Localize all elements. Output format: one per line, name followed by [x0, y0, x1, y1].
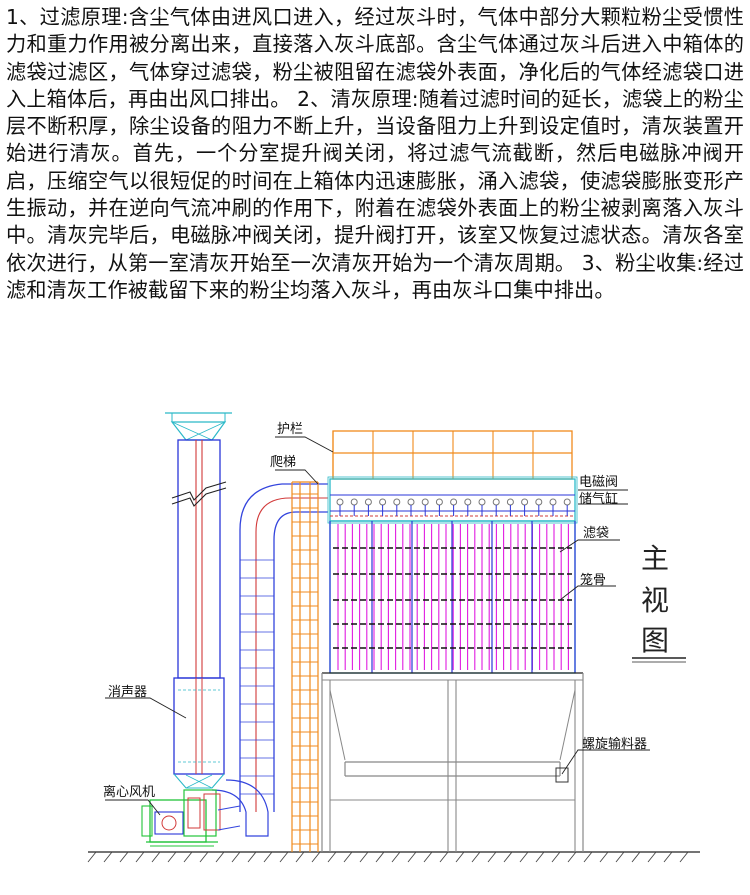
ground-hatch-stroke	[615, 851, 625, 863]
ash-hopper	[321, 672, 584, 852]
silencer-label: 消声器	[108, 685, 147, 700]
solenoid-valve-row	[336, 498, 571, 516]
solenoid-valve	[535, 498, 543, 506]
solenoid-valve	[350, 498, 358, 506]
ground-hatch-stroke	[503, 851, 513, 863]
ground-hatch-stroke	[663, 851, 673, 863]
solenoid-valve	[393, 498, 401, 506]
bag-filter-front-view-diagram: 护栏 爬梯 电磁阀 储气缸 滤袋 笼骨 消声器 离心风机 螺旋输料器 主 视 图	[87, 412, 700, 863]
ground-hatch-stroke	[407, 851, 417, 863]
ground-hatch-stroke	[231, 851, 241, 863]
ground-hatch-stroke	[295, 851, 305, 863]
solenoid-valve	[450, 498, 458, 506]
view-title-char-2: 视	[641, 584, 669, 617]
ground-hatch-stroke	[455, 851, 465, 863]
ladder-label: 爬梯	[270, 455, 296, 470]
solenoid-valve	[336, 498, 344, 506]
ground-hatch-stroke	[327, 851, 337, 863]
ground-hatch-stroke	[487, 851, 497, 863]
solenoid-valve	[379, 498, 387, 506]
silencer	[173, 677, 225, 789]
ground-hatch-stroke	[151, 851, 161, 863]
ground-hatch-stroke	[311, 851, 321, 863]
fan-label: 离心风机	[103, 784, 155, 800]
guardrail	[332, 430, 573, 480]
solenoid-valve	[464, 498, 472, 506]
solenoid-valve	[364, 498, 372, 506]
ground-hatch-stroke	[439, 851, 449, 863]
exhaust-stack	[165, 412, 232, 679]
guardrail-label: 护栏	[277, 422, 303, 437]
solenoid-valve-label: 电磁阀	[579, 475, 618, 490]
ground-hatch-stroke	[679, 851, 689, 863]
guardrail-posts	[332, 431, 534, 479]
ground-hatch-stroke	[631, 851, 641, 863]
ground-hatch-stroke	[215, 851, 225, 863]
ground-hatch-stroke	[279, 851, 289, 863]
ground-hatch-stroke	[167, 851, 177, 863]
solenoid-valve	[478, 498, 486, 506]
view-title-char-3: 图	[641, 624, 669, 657]
ground-hatch	[87, 851, 689, 863]
solenoid-valve	[563, 498, 571, 506]
ground	[87, 851, 700, 863]
ground-hatch-stroke	[135, 851, 145, 863]
ladder-rungs	[292, 493, 318, 845]
filter-bag-label: 滤袋	[583, 526, 609, 541]
upper-box	[327, 476, 578, 524]
ground-hatch-stroke	[647, 851, 657, 863]
ground-hatch-stroke	[599, 851, 609, 863]
solenoid-valve	[435, 498, 443, 506]
solenoid-valve	[521, 498, 529, 506]
duct-ribs	[240, 559, 274, 795]
solenoid-valve	[506, 498, 514, 506]
ground-hatch-stroke	[391, 851, 401, 863]
bag-cage-label: 笼骨	[580, 572, 606, 588]
ground-hatch-stroke	[551, 851, 561, 863]
solenoid-valve	[421, 498, 429, 506]
solenoid-valve	[407, 498, 415, 506]
centrifugal-fan	[141, 789, 241, 847]
solenoid-valve	[492, 498, 500, 506]
air-tank-label: 储气缸	[579, 491, 618, 507]
ground-hatch-stroke	[343, 851, 353, 863]
ground-hatch-stroke	[199, 851, 209, 863]
ground-hatch-stroke	[535, 851, 545, 863]
ladder	[291, 481, 319, 852]
view-title-char-1: 主	[641, 542, 669, 575]
ground-hatch-stroke	[247, 851, 257, 863]
bag-cage-rings	[333, 547, 572, 649]
screw-conveyor-label: 螺旋输料器	[582, 736, 647, 752]
ground-hatch-stroke	[567, 851, 577, 863]
ground-hatch-stroke	[103, 851, 113, 863]
ground-hatch-stroke	[375, 851, 385, 863]
ground-hatch-stroke	[423, 851, 433, 863]
leader-lines	[105, 436, 650, 816]
outlet-duct	[211, 483, 328, 837]
ground-hatch-stroke	[87, 851, 97, 863]
ground-hatch-stroke	[519, 851, 529, 863]
description-paragraph: 1、过滤原理:含尘气体由进风口进入，经过灰斗时，气体中部分大颗粒粉尘受惯性力和重…	[6, 5, 744, 302]
ground-hatch-stroke	[359, 851, 369, 863]
view-title: 主 视 图	[632, 542, 686, 663]
ground-hatch-stroke	[183, 851, 193, 863]
ground-hatch-stroke	[119, 851, 129, 863]
ground-hatch-stroke	[583, 851, 593, 863]
ground-hatch-stroke	[263, 851, 273, 863]
ground-hatch-stroke	[471, 851, 481, 863]
middle-box-filter-bags	[329, 520, 576, 674]
solenoid-valve	[549, 498, 557, 506]
